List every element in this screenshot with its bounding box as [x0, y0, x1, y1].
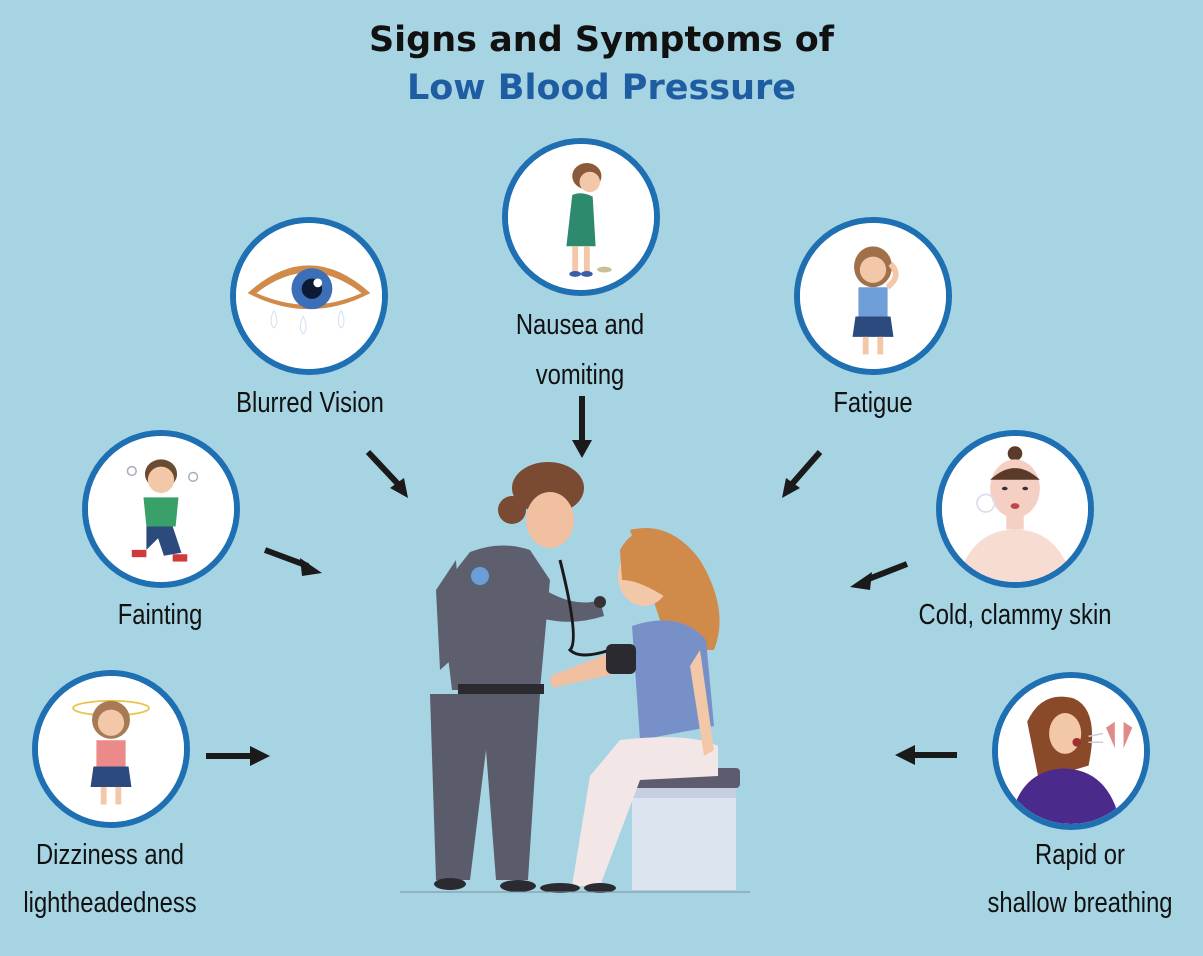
cold-skin-label: Cold, clammy skin [918, 599, 1112, 631]
arrow-from-cold-skin [864, 561, 909, 583]
blood-pressure-check-illustration [400, 462, 750, 893]
fatigue-label: Fatigue [833, 387, 913, 419]
arrow-from-blurred-vision [365, 449, 401, 487]
breathing-label-line-2: shallow breathing [987, 887, 1173, 919]
nausea-label-line-2: vomiting [535, 359, 625, 391]
arrow-from-fatigue [789, 450, 823, 486]
fatigue-icon [794, 217, 952, 375]
nausea-vomiting-icon [502, 138, 660, 296]
blurred-vision-eye-icon [230, 217, 388, 375]
dizziness-label-line-1: Dizziness and [35, 839, 185, 871]
fainting-icon [82, 430, 240, 588]
nausea-label-line-1: Nausea and [515, 309, 645, 341]
nurse-figure [430, 462, 611, 892]
blurred-vision-label: Blurred Vision [236, 387, 384, 419]
dizziness-icon [32, 670, 190, 828]
fainting-label: Fainting [117, 599, 203, 631]
breathing-label-line-1: Rapid or [1035, 839, 1125, 871]
cold-clammy-skin-icon [936, 430, 1094, 588]
patient-figure [540, 528, 720, 893]
title-line-2: Low Blood Pressure [406, 68, 797, 108]
rapid-breathing-icon [992, 672, 1150, 830]
title-line-1: Signs and Symptoms of [368, 20, 835, 60]
dizziness-label-line-2: lightheadedness [23, 887, 197, 919]
exam-stool [622, 768, 740, 890]
